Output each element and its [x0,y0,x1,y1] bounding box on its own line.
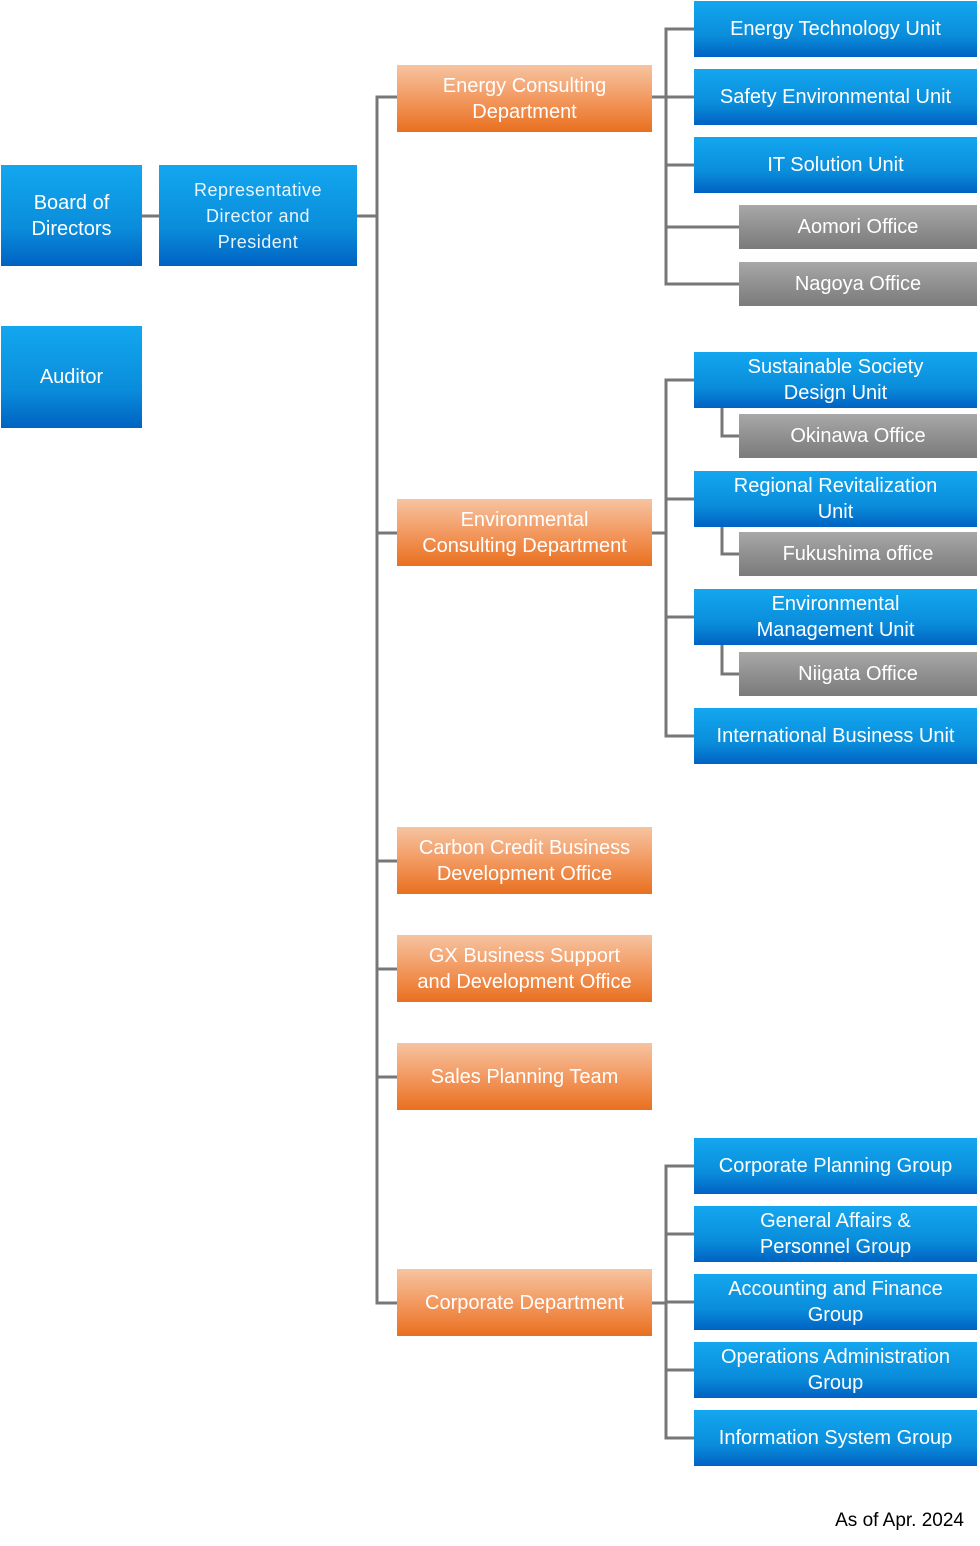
sales-planning-team-box: Sales Planning Team [397,1043,652,1110]
operations-administration-group-label: Operations Administration Group [720,1346,950,1394]
sustainable-society-unit-box: Sustainable Society Design Unit [694,352,977,408]
okinawa-office-box: Okinawa Office [739,414,977,458]
nagoya-office-box: Nagoya Office [739,262,977,306]
energy-consulting-department-label: Energy Consulting Department [442,74,607,123]
environmental-management-unit-box: Environmental Management Unit [694,589,977,645]
aomori-office-box: Aomori Office [739,205,977,249]
regional-revitalization-unit-label: Regional Revitalization Unit [733,475,938,523]
information-system-group-label: Information System Group [718,1427,953,1449]
okinawa-office-label: Okinawa Office [790,425,926,447]
energy-technology-unit-label: Energy Technology Unit [730,18,941,40]
accounting-finance-group-label: Accounting and Finance Group [728,1278,943,1326]
general-affairs-personnel-group-box: General Affairs & Personnel Group [694,1206,977,1262]
corporate-department-label: Corporate Department [425,1291,624,1314]
safety-environmental-unit-label: Safety Environmental Unit [719,86,952,108]
aomori-office-label: Aomori Office [797,216,919,238]
nagoya-office-label: Nagoya Office [794,273,922,295]
auditor-label: Auditor [39,366,104,388]
environmental-management-unit-label: Environmental Management Unit [756,593,915,641]
international-business-unit-box: International Business Unit [694,708,977,764]
information-system-group-box: Information System Group [694,1410,977,1466]
operations-administration-group-box: Operations Administration Group [694,1342,977,1398]
fukushima-office-box: Fukushima office [739,532,977,576]
safety-environmental-unit-box: Safety Environmental Unit [694,69,977,125]
corporate-department-box: Corporate Department [397,1269,652,1336]
president-label: Representative Director and President [193,179,323,252]
board-of-directors-label: Board of Directors [31,191,112,240]
energy-consulting-department-box: Energy Consulting Department [397,65,652,132]
general-affairs-personnel-group-label: General Affairs & Personnel Group [759,1210,912,1258]
gx-business-office-label: GX Business Support and Development Offi… [417,944,632,993]
niigata-office-label: Niigata Office [798,663,918,685]
corporate-planning-group-box: Corporate Planning Group [694,1138,977,1194]
niigata-office-box: Niigata Office [739,652,977,696]
auditor-box: Auditor [1,326,142,428]
international-business-unit-label: International Business Unit [716,725,955,747]
corporate-planning-group-label: Corporate Planning Group [718,1155,953,1177]
accounting-finance-group-box: Accounting and Finance Group [694,1274,977,1330]
environmental-consulting-department-label: Environmental Consulting Department [422,508,627,557]
carbon-credit-office-label: Carbon Credit Business Development Offic… [418,836,631,885]
it-solution-unit-box: IT Solution Unit [694,137,977,193]
fukushima-office-label: Fukushima office [782,543,934,565]
environmental-consulting-department-box: Environmental Consulting Department [397,499,652,566]
gx-business-office-box: GX Business Support and Development Offi… [397,935,652,1002]
as-of-date-note: As of Apr. 2024 [835,1510,964,1531]
sustainable-society-unit-label: Sustainable Society Design Unit [747,356,924,404]
sales-planning-team-label: Sales Planning Team [430,1065,619,1088]
energy-technology-unit-box: Energy Technology Unit [694,1,977,57]
it-solution-unit-label: IT Solution Unit [767,154,904,176]
president-box: Representative Director and President [159,165,357,266]
regional-revitalization-unit-box: Regional Revitalization Unit [694,471,977,527]
carbon-credit-office-box: Carbon Credit Business Development Offic… [397,827,652,894]
board-of-directors-box: Board of Directors [1,165,142,266]
